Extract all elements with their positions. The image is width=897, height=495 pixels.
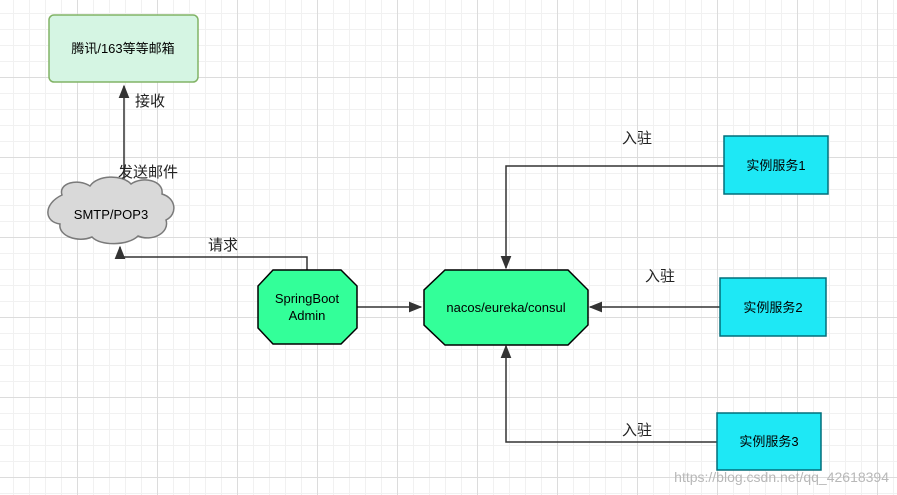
admin-octagon [257,269,358,345]
edge-label-request: 请求 [208,237,238,254]
edge-label-register1: 入驻 [622,130,652,147]
admin-label-line1: SpringBoot [275,291,340,306]
edge-service3-to-registry [500,344,717,443]
mailbox-node[interactable]: 腾讯/163等等邮箱 [48,14,199,83]
service2-label: 实例服务2 [743,300,802,315]
service1-node[interactable]: 实例服务1 [723,135,829,195]
edge-label-register3: 入驻 [622,422,652,439]
service1-box [723,135,829,195]
edge-label-send-mail: 发送邮件 [118,164,178,181]
mailbox-label: 腾讯/163等等邮箱 [71,41,174,56]
service2-node[interactable]: 实例服务2 [719,277,827,337]
admin-label-line2: Admin [289,308,326,323]
service2-box [719,277,827,337]
registry-octagon [423,269,589,346]
edge-service1-to-registry [500,165,724,270]
edge-admin-to-smtp [114,245,308,270]
smtp-label: SMTP/POP3 [74,207,148,222]
edge-label-register2: 入驻 [645,268,675,285]
smtp-cloud-node[interactable]: SMTP/POP3 [47,176,175,245]
service3-label: 实例服务3 [739,434,798,449]
service3-box [716,412,822,471]
registry-node[interactable]: nacos/eureka/consul [423,269,589,346]
service3-node[interactable]: 实例服务3 [716,412,822,471]
mailbox-box [48,14,199,83]
cloud-shape [47,176,175,245]
edge-label-receive: 接收 [135,93,165,110]
service1-label: 实例服务1 [746,158,805,173]
watermark-text: https://blog.csdn.net/qq_42618394 [674,469,889,485]
registry-label: nacos/eureka/consul [446,300,565,315]
edges [114,84,724,443]
springboot-admin-node[interactable]: SpringBoot Admin [257,269,358,345]
